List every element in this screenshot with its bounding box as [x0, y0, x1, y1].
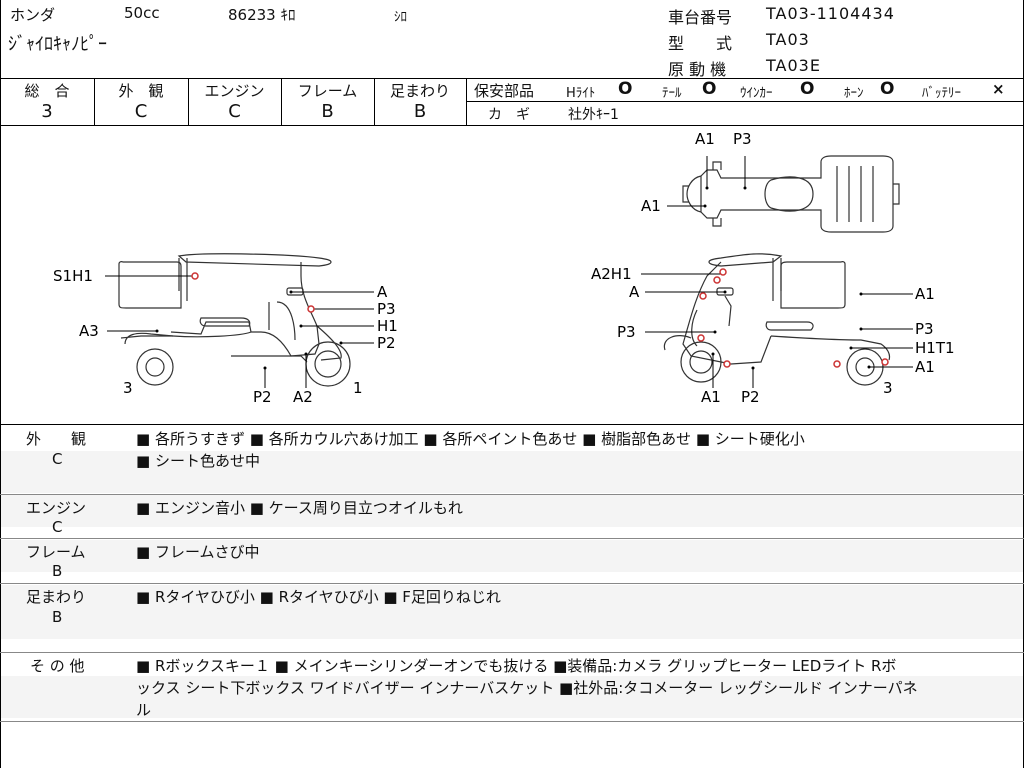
- safety-mark-battery: ×: [992, 80, 1005, 98]
- divider: [281, 78, 282, 125]
- grade-value: C: [228, 101, 241, 122]
- safety-item-headlight: Hﾗｲﾄ: [566, 86, 596, 101]
- label-P2: P2: [741, 388, 760, 406]
- mileage: 86233 ｷﾛ: [228, 6, 296, 24]
- top-view: [682, 155, 900, 233]
- divider: [0, 652, 1024, 653]
- grade-label: フレーム: [297, 82, 358, 100]
- label-A2H1: A2H1: [591, 265, 632, 283]
- label-rear-3: 3: [883, 379, 893, 397]
- row-shade: [1, 451, 1023, 493]
- row-shade: [1, 585, 1023, 639]
- label-P2: P2: [377, 334, 396, 352]
- label-H1T1: H1T1: [915, 339, 955, 357]
- displacement: 50cc: [124, 4, 160, 22]
- model-type-value: TA03: [766, 30, 810, 49]
- grade-value: B: [413, 101, 427, 122]
- label-A: A: [377, 283, 388, 301]
- grade-label: 外 観: [118, 82, 164, 100]
- grade-value: 3: [41, 101, 53, 122]
- divider: [466, 78, 467, 125]
- detail-text: ックス シート下ボックス ワイドバイザー インナーバスケット ■社外品:タコメー…: [136, 679, 918, 697]
- label-top-A1-side: A1: [641, 197, 661, 215]
- detail-grade: B: [52, 562, 63, 580]
- detail-label: そ の 他: [30, 657, 85, 675]
- row-shade: [1, 676, 1023, 718]
- detail-text: ■ シート色あせ中: [136, 452, 260, 470]
- detail-label: フレーム: [26, 543, 86, 561]
- label-S1H1: S1H1: [53, 267, 93, 285]
- label-P3: P3: [377, 300, 396, 318]
- detail-label: 足まわり: [26, 588, 87, 606]
- label-P3-right: P3: [915, 320, 934, 338]
- grade-value: C: [134, 101, 148, 122]
- detail-label: 外 観: [26, 430, 87, 448]
- maker: ホンダ: [10, 6, 56, 24]
- safety-title: 保安部品: [474, 82, 535, 100]
- grade-label: エンジン: [204, 82, 265, 100]
- label-A: A: [629, 283, 640, 301]
- safety-mark-horn: O: [880, 79, 895, 99]
- grade-label: 足まわり: [389, 82, 450, 100]
- frame-number-label: 車台番号: [668, 8, 733, 27]
- model-type-label: 型 式: [668, 34, 733, 53]
- divider: [188, 78, 189, 125]
- detail-grade: C: [52, 518, 63, 536]
- grade-value: B: [321, 101, 334, 122]
- divider: [0, 125, 1024, 126]
- right-side-view: [663, 253, 891, 386]
- detail-text: ■ Rボックスキー１ ■ メインキーシリンダーオンでも抜ける ■装備品:カメラ …: [136, 657, 897, 675]
- safety-mark-winker: O: [800, 79, 815, 99]
- safety-mark-taillight: O: [702, 79, 717, 99]
- detail-text: ■ 各所うすきず ■ 各所カウル穴あけ加工 ■ 各所ペイント色あせ ■ 樹脂部色…: [136, 430, 805, 448]
- key-label: カ ギ: [488, 107, 530, 123]
- safety-item-taillight: ﾃｰﾙ: [662, 86, 682, 101]
- label-H1: H1: [377, 317, 398, 335]
- detail-label: エンジン: [26, 499, 87, 517]
- detail-text: ■ フレームさび中: [136, 543, 260, 561]
- safety-item-battery: ﾊﾞｯﾃﾘｰ: [922, 86, 961, 101]
- engine-type-label: 原 動 機: [668, 60, 727, 79]
- detail-grade: B: [52, 608, 63, 626]
- detail-grade: C: [52, 450, 63, 468]
- engine-type-value: TA03E: [766, 56, 821, 75]
- divider: [466, 101, 1024, 102]
- row-shade: [1, 540, 1023, 572]
- label-top-A1: A1: [695, 130, 715, 148]
- model-name: ｼﾞｬｲﾛｷｬﾉﾋﾟｰ: [8, 34, 107, 55]
- grade-label: 総 合: [24, 82, 70, 100]
- divider: [0, 583, 1024, 584]
- label-P3-left: P3: [617, 323, 636, 341]
- color: ｼﾛ: [394, 10, 407, 25]
- left-side-view: [118, 253, 351, 387]
- detail-text: ■ エンジン音小 ■ ケース周り目立つオイルもれ: [136, 499, 463, 517]
- frame-number-value: TA03-1104434: [766, 4, 895, 23]
- divider: [94, 78, 95, 125]
- label-A1-wheel: A1: [915, 358, 935, 376]
- label-front-1: 1: [353, 379, 363, 397]
- safety-item-horn: ﾎｰﾝ: [844, 86, 864, 101]
- divider: [374, 78, 375, 125]
- label-A1-bottom: A1: [701, 388, 721, 406]
- label-A1: A1: [915, 285, 935, 303]
- detail-text: ■ Rタイヤひび小 ■ Rタイヤひび小 ■ F足回りねじれ: [136, 588, 501, 606]
- label-A2: A2: [293, 388, 313, 406]
- row-shade: [1, 495, 1023, 527]
- label-A3: A3: [79, 322, 99, 340]
- safety-item-winker: ｳｲﾝｶｰ: [740, 86, 773, 101]
- safety-mark-headlight: O: [618, 79, 633, 99]
- detail-text: ル: [136, 701, 152, 719]
- frame-left: [0, 0, 1, 768]
- divider: [0, 78, 1024, 79]
- divider: [0, 721, 1024, 722]
- label-P2-bottom: P2: [253, 388, 272, 406]
- divider: [0, 424, 1024, 425]
- label-top-P3: P3: [733, 130, 752, 148]
- divider: [0, 494, 1024, 495]
- key-value: 社外ｷｰ1: [568, 107, 619, 123]
- divider: [0, 538, 1024, 539]
- vehicle-diagram: S1H1 A P3 H1 A3 P2 3 1 P2 A2 A2H1 A A1 P…: [53, 130, 955, 406]
- label-rear-3: 3: [123, 379, 133, 397]
